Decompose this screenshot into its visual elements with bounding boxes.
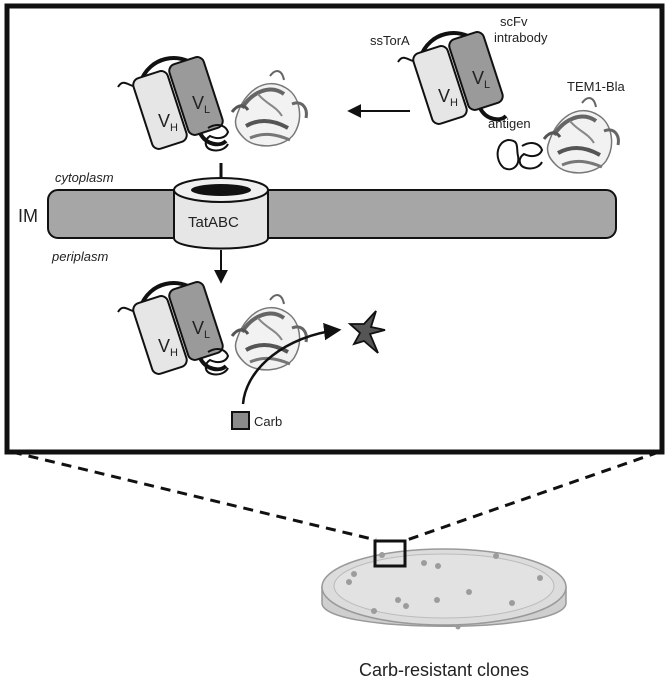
- label-carb: Carb: [254, 414, 282, 429]
- label-im: IM: [18, 206, 38, 226]
- scfv-complex-bottom: VH VL: [116, 278, 228, 378]
- star-burst-icon: [347, 310, 386, 354]
- scfv-intrabody-top-right: VH VL: [396, 28, 508, 128]
- scfv-complex-top-left: VH VL: [116, 53, 228, 153]
- label-tatabc: TatABC: [188, 214, 239, 231]
- caption-carb-resistant-clones: Carb-resistant clones: [359, 660, 529, 680]
- tatabc-channel: TatABC: [173, 177, 269, 250]
- zoom-line-right: [403, 450, 660, 543]
- antigen-shape: [496, 138, 520, 171]
- label-antigen: antigen: [488, 116, 531, 131]
- carb-square: [231, 411, 250, 430]
- petri-dish-icon: [321, 539, 567, 630]
- inner-membrane: [47, 189, 617, 239]
- zoom-selection-box: [373, 539, 407, 568]
- label-periplasm: periplasm: [51, 249, 109, 264]
- zoom-line-left: [11, 450, 377, 542]
- label-cytoplasm: cytoplasm: [55, 170, 114, 185]
- label-tem1-bla: TEM1-Bla: [567, 79, 626, 94]
- carb-hydrolysis-arrow: [241, 322, 342, 405]
- label-intrabody: intrabody: [494, 30, 548, 45]
- label-sstora: ssTorA: [370, 33, 410, 48]
- label-scfv: scFv: [500, 14, 528, 29]
